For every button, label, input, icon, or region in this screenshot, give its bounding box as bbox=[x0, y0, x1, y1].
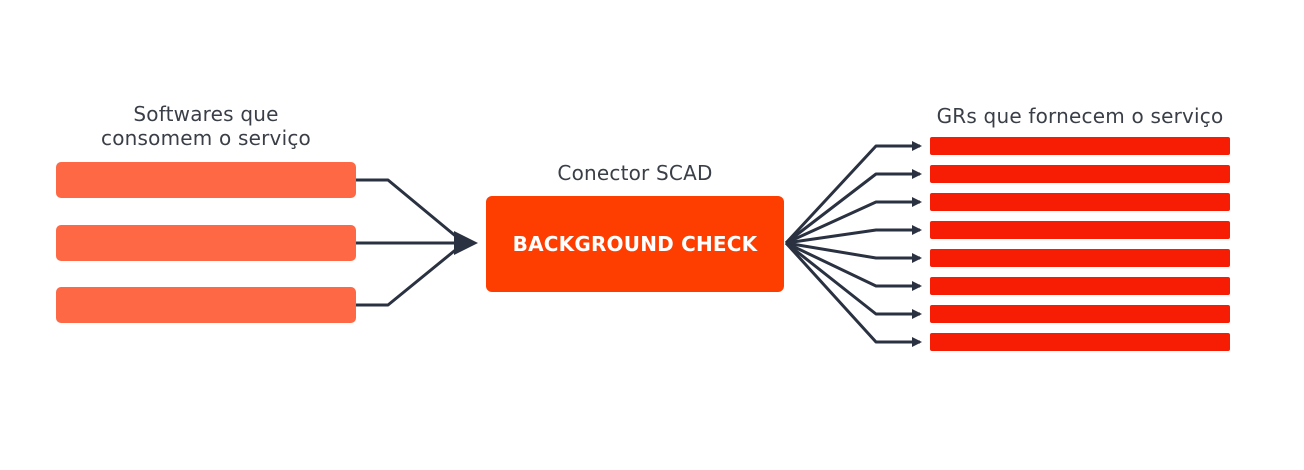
background-check-label: BACKGROUND CHECK bbox=[512, 232, 758, 256]
background-check-box: BACKGROUND CHECK bbox=[486, 196, 784, 292]
consumer-software-box bbox=[56, 162, 356, 198]
provider-gr-bar bbox=[930, 137, 1230, 155]
output-wire bbox=[785, 241, 922, 319]
output-wire bbox=[785, 197, 922, 245]
consumers-title: Softwares que consomem o serviço bbox=[101, 102, 311, 150]
input-wire bbox=[356, 178, 465, 245]
output-wire bbox=[785, 169, 922, 245]
output-wire bbox=[785, 241, 922, 263]
provider-gr-bar bbox=[930, 333, 1230, 351]
output-wire bbox=[785, 225, 922, 245]
provider-gr-bar bbox=[930, 165, 1230, 183]
provider-gr-bar bbox=[930, 249, 1230, 267]
input-wire bbox=[356, 241, 465, 307]
output-wire bbox=[784, 241, 922, 347]
connector-title: Conector SCAD bbox=[557, 161, 713, 185]
provider-gr-bar bbox=[930, 277, 1230, 295]
provider-gr-bar bbox=[930, 305, 1230, 323]
providers-title: GRs que fornecem o serviço bbox=[936, 104, 1224, 128]
consumer-software-box bbox=[56, 287, 356, 323]
output-wire bbox=[785, 241, 922, 291]
provider-gr-bar bbox=[930, 221, 1230, 239]
consumer-software-box bbox=[56, 225, 356, 261]
provider-gr-bar bbox=[930, 193, 1230, 211]
input-arrow-icon bbox=[454, 231, 478, 255]
output-wire bbox=[784, 141, 922, 245]
